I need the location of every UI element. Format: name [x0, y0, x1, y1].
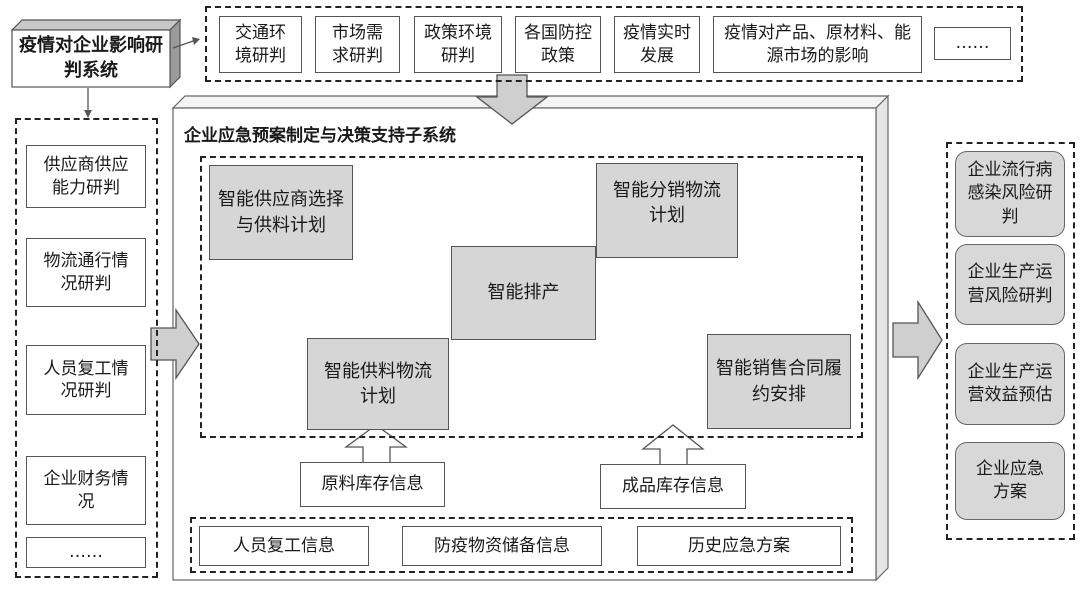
module-scheduling: 智能排产	[451, 246, 596, 340]
output-emergency-plan: 企业应急方案	[955, 442, 1065, 520]
left-panel	[15, 118, 158, 578]
left-item-more: ……	[26, 537, 146, 568]
factor-policy: 政策环境研判	[414, 16, 502, 73]
arrow-factors-to-subsystem	[475, 74, 549, 125]
info-ppe-reserve: 防疫物资储备信息	[402, 526, 602, 566]
modules-panel	[200, 156, 863, 438]
arrow-subsystem-to-outputs	[892, 299, 943, 381]
factor-traffic: 交通环境研判	[219, 16, 302, 73]
factor-market: 市场需求研判	[315, 16, 400, 73]
outputs-panel	[946, 142, 1075, 540]
output-operation-benefit: 企业生产运营效益预估	[955, 343, 1065, 425]
info-staff-return: 人员复工信息	[199, 526, 369, 566]
factors-panel	[205, 6, 1023, 82]
left-item-finance: 企业财务情况	[26, 456, 146, 525]
module-sales-contract: 智能销售合同履约安排	[707, 334, 851, 429]
info-panel	[190, 517, 853, 573]
output-infection-risk: 企业流行病感染风险研判	[955, 151, 1065, 237]
main-system-label: 疫情对企业影响研判系统	[19, 35, 163, 81]
main-system-cube	[10, 18, 182, 89]
info-historical-plans: 历史应急方案	[637, 526, 841, 566]
factor-more: ……	[934, 27, 1011, 60]
subsystem-title: 企业应急预案制定与决策支持子系统	[184, 126, 456, 146]
module-supplier-selection: 智能供应商选择与供料计划	[209, 165, 353, 260]
left-item-staff: 人员复工情况研判	[26, 345, 146, 415]
arrow-left-to-subsystem	[150, 307, 200, 381]
arrow-main-to-left	[84, 88, 92, 118]
finished-inventory-info: 成品库存信息	[600, 464, 746, 509]
arrow-main-to-factors	[172, 37, 200, 49]
factor-market-impact: 疫情对产品、原材料、能源市场的影响	[713, 16, 922, 73]
factor-country-policy: 各国防控政策	[515, 16, 601, 73]
factor-epidemic: 疫情实时发展	[614, 16, 700, 73]
output-operation-risk: 企业生产运营风险研判	[955, 244, 1065, 325]
module-supply-logistics: 智能供料物流计划	[307, 338, 449, 430]
raw-inventory-info: 原料库存信息	[300, 462, 445, 507]
module-distribution-logistics: 智能分销物流计划	[596, 163, 738, 258]
left-item-supplier: 供应商供应能力研判	[26, 145, 146, 208]
left-item-logistics: 物流通行情况研判	[26, 238, 146, 307]
